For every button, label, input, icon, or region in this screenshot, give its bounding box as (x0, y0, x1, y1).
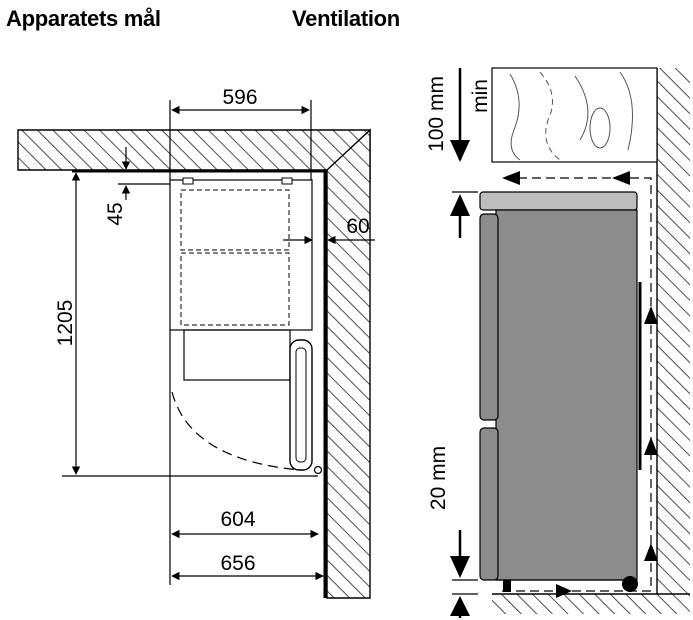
dim-gap-45 (118, 147, 170, 200)
label-100mm: 100 mm (425, 76, 448, 152)
airflow-path (502, 177, 652, 592)
dimensions-view: 596 45 60 1205 (17, 86, 375, 599)
label-596: 596 (222, 86, 257, 109)
appliance-outline (169, 177, 323, 475)
wood-cabinet (491, 67, 658, 163)
label-45: 45 (104, 202, 127, 225)
top-clearance-arrow-up (450, 194, 470, 216)
top-clearance-arrow-down (450, 140, 470, 162)
dim-depth-604 (169, 475, 319, 585)
dim-width-596 (169, 100, 312, 180)
ventilation-floor (492, 594, 690, 614)
label-20mm: 20 mm (427, 446, 450, 510)
ventilation-view: 100 mm min 20 mm (425, 67, 690, 618)
label-656: 656 (220, 552, 255, 575)
bottom-clearance-arrow-up (450, 596, 470, 616)
bottom-clearance-arrow-down (450, 556, 470, 578)
label-60: 60 (346, 215, 369, 238)
ventilation-back-wall (657, 68, 690, 598)
airflow-arrows (502, 171, 658, 598)
label-min: min (469, 79, 492, 113)
dim-height-1205 (62, 172, 318, 477)
appliance-side (479, 191, 642, 592)
label-1205: 1205 (54, 300, 77, 347)
appliance-dimensions-heading: Apparatets mål (6, 6, 161, 31)
back-wall (326, 128, 371, 599)
label-604: 604 (220, 508, 255, 531)
ventilation-heading: Ventilation (292, 6, 400, 31)
